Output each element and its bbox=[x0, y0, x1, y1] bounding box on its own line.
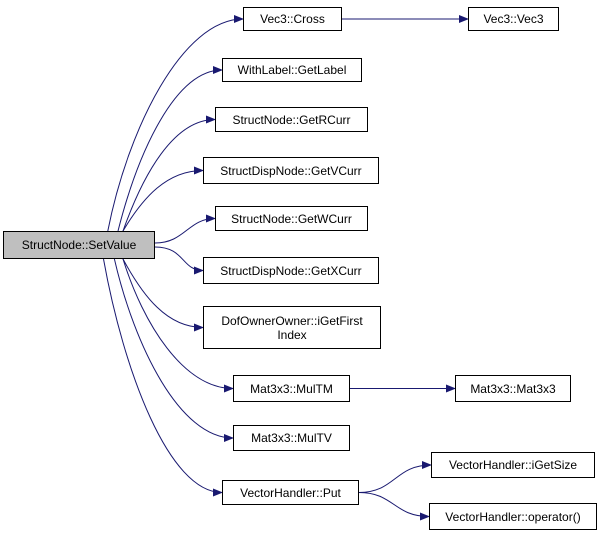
node-structnode-getwcurr[interactable]: StructNode::GetWCurr bbox=[215, 206, 368, 231]
node-label: StructDispNode::GetXCurr bbox=[220, 263, 362, 278]
node-label: VectorHandler::Put bbox=[240, 485, 341, 500]
node-withlabel-getlabel[interactable]: WithLabel::GetLabel bbox=[222, 58, 362, 82]
node-label-line2: Index bbox=[277, 327, 307, 342]
node-label: StructNode::SetValue bbox=[21, 238, 137, 252]
node-label: Mat3x3::MulTM bbox=[250, 381, 333, 396]
node-mat3x3-multm[interactable]: Mat3x3::MulTM bbox=[233, 375, 350, 402]
node-vec3-cross[interactable]: Vec3::Cross bbox=[243, 7, 342, 31]
node-label: Mat3x3::Mat3x3 bbox=[470, 381, 556, 396]
node-mat3x3-multv[interactable]: Mat3x3::MulTV bbox=[233, 425, 350, 451]
node-mat3x3-mat3x3[interactable]: Mat3x3::Mat3x3 bbox=[455, 375, 571, 402]
node-label: Vec3::Cross bbox=[260, 12, 325, 26]
node-structnode-getrcurr[interactable]: StructNode::GetRCurr bbox=[215, 107, 368, 132]
node-label: WithLabel::GetLabel bbox=[237, 63, 347, 77]
node-structdispnode-getxcurr[interactable]: StructDispNode::GetXCurr bbox=[203, 257, 379, 284]
node-structdispnode-getvcurr[interactable]: StructDispNode::GetVCurr bbox=[203, 157, 379, 184]
edge-vectorhandler-put-to-vectorhandler-igetsize bbox=[358, 461, 432, 493]
node-label: StructNode::GetWCurr bbox=[231, 211, 352, 226]
edge-root-to-dofownerowner-igetfirstindex bbox=[122, 258, 204, 332]
node-label: VectorHandler::iGetSize bbox=[448, 458, 578, 472]
node-vec3-vec3[interactable]: Vec3::Vec3 bbox=[468, 7, 559, 31]
edge-root-to-structnode-getwcurr bbox=[154, 214, 216, 244]
edge-root-to-structdispnode-getvcurr bbox=[122, 166, 204, 232]
edge-root-to-vec3-cross bbox=[107, 15, 244, 232]
node-label-line1: DofOwnerOwner::iGetFirst bbox=[221, 313, 363, 328]
node-label: VectorHandler::operator() bbox=[445, 509, 581, 524]
node-vectorhandler-operator[interactable]: VectorHandler::operator() bbox=[429, 503, 597, 530]
node-vectorhandler-igetsize[interactable]: VectorHandler::iGetSize bbox=[431, 452, 595, 478]
edge-root-to-mat3x3-multv bbox=[113, 258, 234, 442]
edge-root-to-mat3x3-multm bbox=[122, 258, 234, 393]
node-vectorhandler-put[interactable]: VectorHandler::Put bbox=[222, 480, 359, 505]
edge-root-to-structdispnode-getxcurr bbox=[154, 246, 204, 275]
node-label: StructDispNode::GetVCurr bbox=[220, 163, 362, 178]
node-label: Vec3::Vec3 bbox=[483, 12, 544, 26]
edge-root-to-vectorhandler-put bbox=[103, 258, 223, 497]
edge-root-to-withlabel-getlabel bbox=[117, 66, 223, 232]
node-label: Mat3x3::MulTV bbox=[251, 431, 332, 445]
node-structnode-setvalue[interactable]: StructNode::SetValue bbox=[3, 231, 155, 259]
node-dofownerowner-igetfirstindex[interactable]: DofOwnerOwner::iGetFirst Index bbox=[203, 306, 381, 349]
edge-root-to-structnode-getrcurr bbox=[122, 115, 216, 232]
edge-vectorhandler-put-to-vectorhandler-operator bbox=[358, 492, 430, 521]
node-label: StructNode::GetRCurr bbox=[232, 112, 351, 127]
